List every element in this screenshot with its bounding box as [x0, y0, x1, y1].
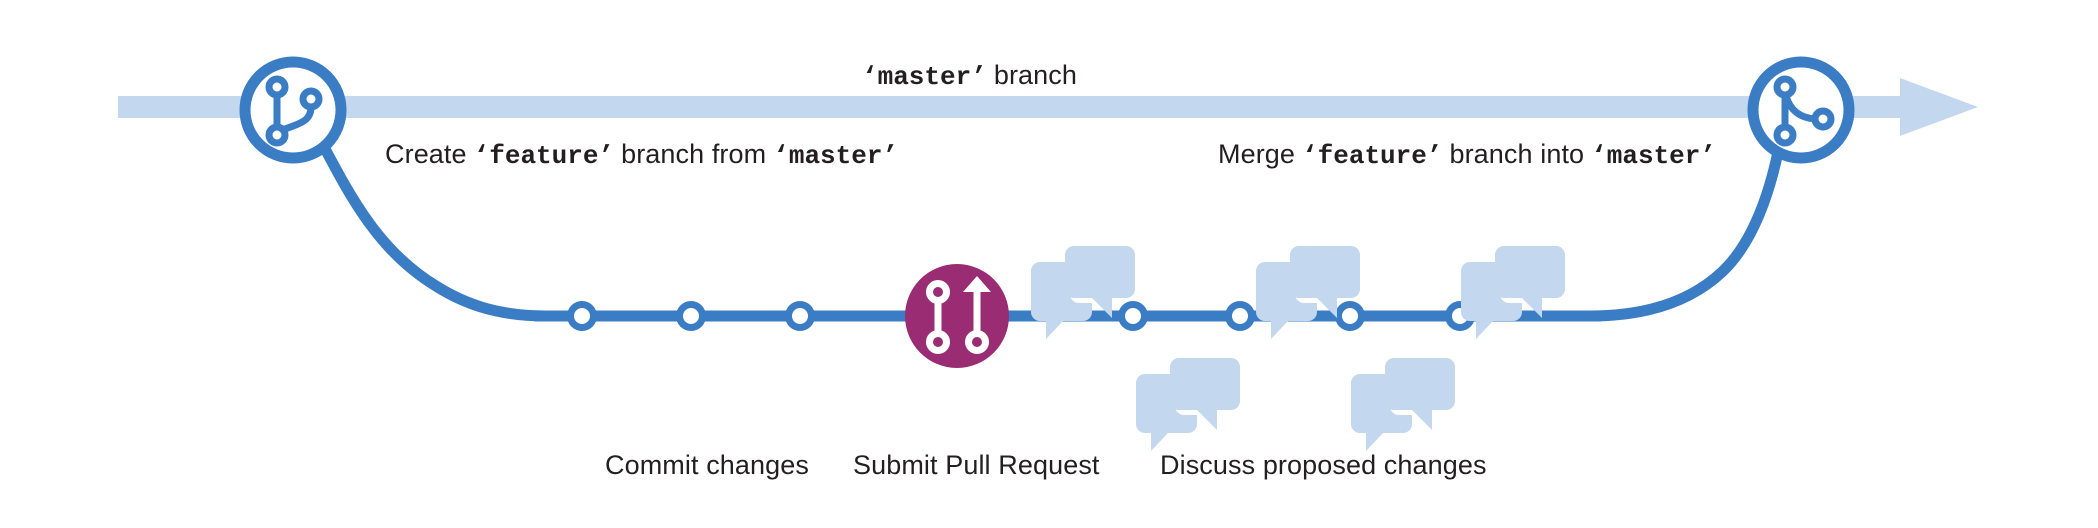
- comment-bubble-icon: [1351, 358, 1455, 451]
- merge-quoted-master: ‘master’: [1591, 141, 1716, 171]
- git-branch-node[interactable]: [239, 56, 347, 164]
- create-middle: branch from: [621, 139, 767, 169]
- create-quoted-master: ‘master’: [773, 141, 899, 171]
- master-branch-line: [118, 78, 1978, 136]
- master-branch-quoted: ‘master’: [862, 62, 987, 92]
- commit-dot-center: [683, 308, 699, 324]
- label-merge-feature-branch: Merge‘feature’branch into‘master’: [1218, 139, 1716, 171]
- merge-prefix: Merge: [1218, 139, 1296, 169]
- comment-bubbles-group: [1031, 246, 1565, 451]
- label-submit-pull-request: Submit Pull Request: [853, 450, 1100, 480]
- git-merge-node[interactable]: [1747, 56, 1855, 164]
- merge-quoted-feature: ‘feature’: [1302, 141, 1443, 171]
- git-branch-icon: [265, 75, 323, 147]
- comment-bubble-icon: [1136, 358, 1240, 451]
- create-prefix: Create: [385, 139, 467, 169]
- create-quoted-feature: ‘feature’: [473, 141, 615, 171]
- git-pull-request-icon: [926, 280, 989, 354]
- label-create-feature-branch: Create‘feature’branch from‘master’: [385, 139, 898, 171]
- pull-request-node[interactable]: [905, 264, 1009, 368]
- master-branch-suffix: branch: [993, 60, 1077, 90]
- comment-bubble-icon: [1461, 246, 1565, 339]
- merge-middle: branch into: [1449, 139, 1585, 169]
- git-merge-icon: [1773, 75, 1835, 147]
- label-commit-changes: Commit changes: [605, 450, 809, 480]
- comment-bubble-icon: [1031, 246, 1135, 339]
- commit-dot-center: [1342, 308, 1358, 324]
- commit-dot-center: [1232, 308, 1248, 324]
- comment-bubble-icon: [1256, 246, 1360, 339]
- commit-dots: [567, 301, 1475, 331]
- commit-dot-center: [792, 308, 808, 324]
- label-discuss-proposed-changes: Discuss proposed changes: [1160, 450, 1487, 480]
- label-master-branch: ‘master’branch: [862, 60, 1077, 92]
- commit-dot-center: [574, 308, 590, 324]
- commit-dot-center: [1125, 308, 1141, 324]
